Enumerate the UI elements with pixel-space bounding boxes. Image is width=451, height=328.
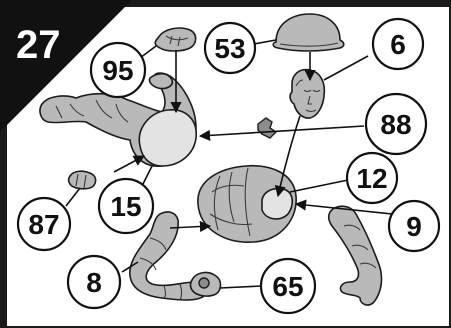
callout-6-label: 6 (390, 29, 406, 60)
callout-8: 8 (68, 256, 120, 308)
callout-95: 95 (91, 43, 145, 97)
callout-87-label: 87 (28, 209, 59, 240)
step-number: 27 (16, 23, 61, 67)
part-12-chest (198, 166, 296, 242)
callout-9-label: 9 (406, 211, 422, 242)
callout-53: 53 (205, 23, 255, 73)
callout-65-label: 65 (272, 271, 303, 302)
callout-65: 65 (261, 259, 315, 313)
callout-95-label: 95 (102, 55, 133, 86)
callout-15: 15 (99, 179, 153, 233)
callout-88: 88 (366, 94, 426, 154)
part-65-hand (191, 273, 221, 297)
callout-12: 12 (347, 153, 397, 203)
callout-15-label: 15 (110, 191, 141, 222)
callout-9: 9 (389, 201, 439, 251)
callout-8-label: 8 (86, 267, 102, 298)
callout-53-label: 53 (214, 33, 245, 64)
part-87-piece (69, 171, 96, 189)
callout-88-label: 88 (380, 109, 411, 140)
callout-87: 87 (18, 198, 70, 250)
callout-12-label: 12 (356, 163, 387, 194)
callout-6: 6 (373, 19, 423, 69)
